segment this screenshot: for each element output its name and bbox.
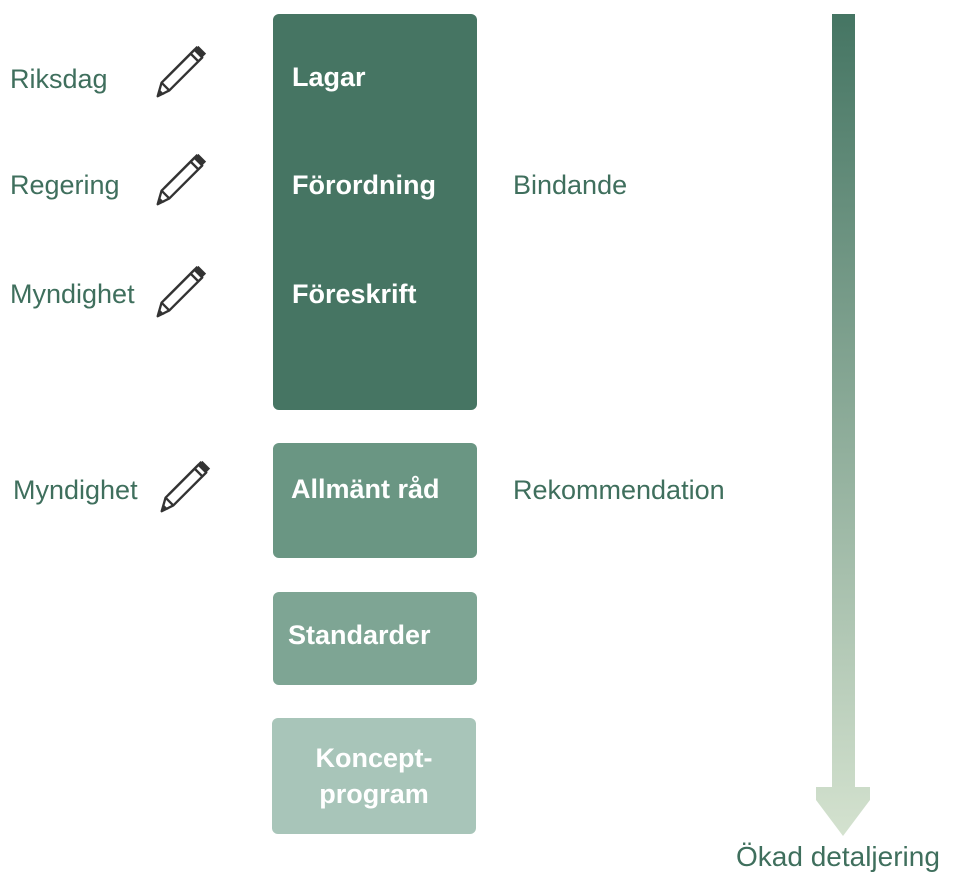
block-label-konceptprogram-line1: Koncept- — [315, 743, 433, 773]
actor-regering-label: Regering — [10, 170, 120, 200]
block-label-foreskrift: Föreskrift — [292, 279, 417, 309]
detail-gradient-arrow — [816, 14, 870, 836]
actor-myndighet-label-2: Myndighet — [13, 475, 138, 505]
standarder-block — [273, 592, 477, 685]
block-label-standarder: Standarder — [288, 620, 431, 650]
category-bindande: Bindande — [513, 170, 628, 200]
konceptprogram-block — [272, 718, 476, 834]
allmant-rad-block — [273, 443, 477, 558]
block-label-forordning: Förordning — [292, 170, 436, 200]
block-label-lagar: Lagar — [292, 62, 366, 92]
actor-myndighet-label: Myndighet — [10, 279, 135, 309]
pencil-icon — [156, 45, 207, 98]
actor-riksdag-label: Riksdag — [10, 64, 108, 94]
block-label-konceptprogram-line2: program — [319, 778, 429, 809]
pencil-icon — [160, 460, 211, 513]
axis-label-okad-detaljering: Ökad detaljering — [736, 841, 940, 872]
pencil-icon — [156, 153, 207, 206]
block-label-allmant-rad: Allmänt råd — [291, 474, 440, 504]
binding-regulations-block — [273, 14, 477, 410]
category-rekommendation: Rekommendation — [513, 475, 725, 505]
block-label-konceptprogram: Koncept- program — [272, 741, 476, 813]
pencil-icon — [156, 265, 207, 318]
